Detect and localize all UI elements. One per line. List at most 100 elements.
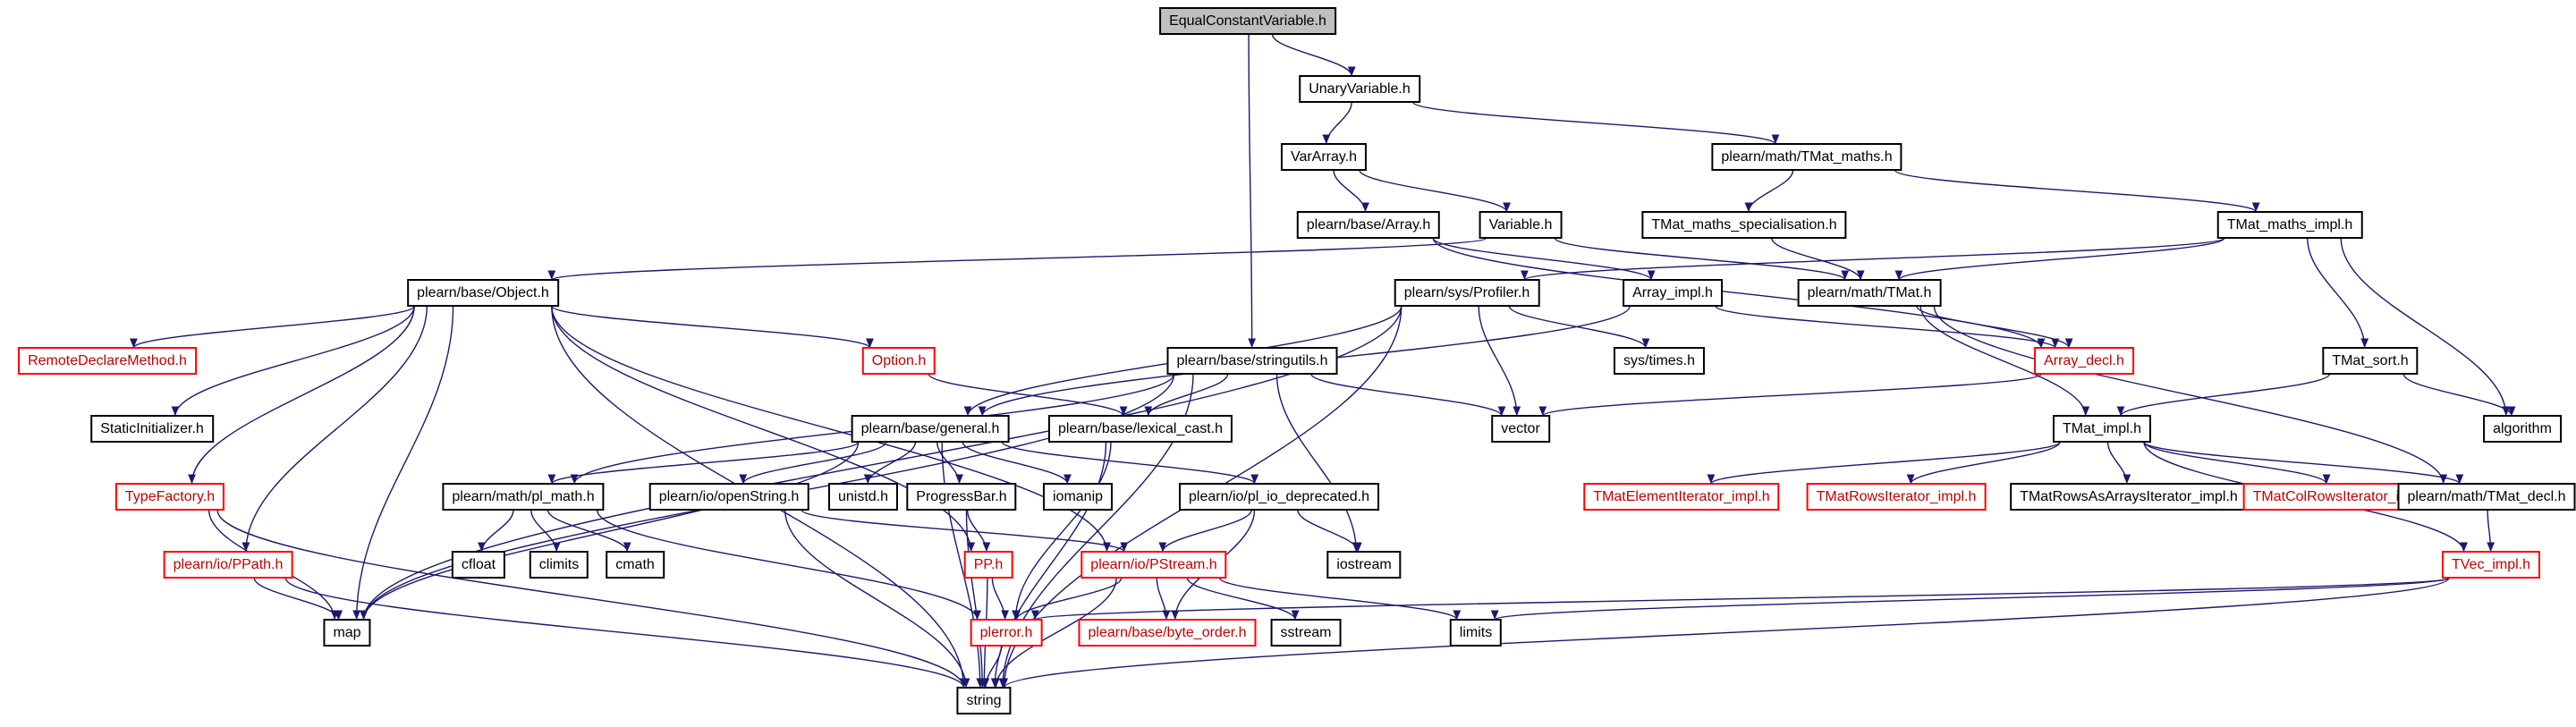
include-edge-tmat-sort-h--tmat-impl-h (2116, 373, 2331, 417)
include-edge-plearn-base-general-h--unistd-h (863, 442, 917, 485)
graph-node-plearn-sys-profiler-h[interactable]: plearn/sys/Profiler.h (1394, 279, 1540, 308)
include-edge-tmat-maths-impl-h--plearn-sys-profiler-h (1521, 237, 2225, 281)
include-edge-plearn-io-openstring-h--string (784, 510, 970, 689)
graph-node-plearn-base-array-h[interactable]: plearn/base/Array.h (1296, 211, 1441, 240)
include-edge-equalconstantvariable-h--unaryvariable-h (1271, 33, 1356, 77)
graph-node-tmatrowsiterator-impl-h[interactable]: TMatRowsIterator_impl.h (1806, 483, 1987, 511)
include-edge-tmat-maths-specialisation-h--plearn-math-tmat-h (1771, 237, 1865, 281)
include-edge-plearn-base-object-h--map (352, 306, 454, 621)
graph-node-tmat-maths-specialisation-h[interactable]: TMat_maths_specialisation.h (1641, 211, 1847, 240)
include-edge-plearn-math-tmat-maths-h--tmat-maths-specialisation-h (1744, 170, 1794, 213)
graph-node-tmat-impl-h[interactable]: TMat_impl.h (2052, 415, 2152, 444)
graph-node-plearn-base-lexical-cast-h[interactable]: plearn/base/lexical_cast.h (1047, 415, 1233, 444)
include-edge-plearn-math-pl-math-h--cfloat (478, 510, 514, 553)
include-edge-plearn-base-object-h--remotedeclaremethod-h (130, 305, 415, 349)
graph-node-tmatrowsasarraysiterator-impl-h[interactable]: TMatRowsAsArraysIterator_impl.h (2010, 483, 2248, 511)
include-edge-plearn-sys-profiler-h--vector (1478, 306, 1521, 417)
include-edge-plerror-h--string (981, 646, 1003, 689)
graph-node-pp-h[interactable]: PP.h (963, 551, 1013, 579)
include-edge-plearn-base-general-h--plearn-io-pl-io-deprecated-h (1001, 441, 1258, 485)
include-edge-plearn-base-stringutils-h--plearn-base-lexical-cast-h (1144, 373, 1229, 417)
graph-node-iostream[interactable]: iostream (1326, 551, 1402, 579)
graph-node-plearn-math-tmat-decl-h[interactable]: plearn/math/TMat_decl.h (2397, 483, 2576, 511)
graph-node-plearn-math-pl-math-h[interactable]: plearn/math/pl_math.h (442, 483, 605, 511)
graph-node-climits[interactable]: climits (529, 551, 589, 579)
include-edge-plearn-base-object-h--plearn-io-pstream-h (551, 306, 1111, 553)
graph-node-plerror-h[interactable]: plerror.h (970, 619, 1043, 647)
graph-node-plearn-base-general-h[interactable]: plearn/base/general.h (851, 415, 1010, 444)
graph-node-unaryvariable-h[interactable]: UnaryVariable.h (1299, 75, 1420, 104)
include-edge-plearn-io-openstring-h--plearn-io-pstream-h (801, 509, 1128, 553)
graph-node-tmat-maths-impl-h[interactable]: TMat_maths_impl.h (2216, 211, 2363, 240)
graph-node-plearn-math-tmat-maths-h[interactable]: plearn/math/TMat_maths.h (1711, 143, 1902, 172)
include-edge-plearn-io-pstream-h--limits (1219, 577, 1462, 621)
include-edge-tmat-impl-h--tmatrowsiterator-impl-h (1906, 441, 2061, 485)
graph-node-string[interactable]: string (956, 687, 1012, 715)
include-edge-plearn-base-general-h--plearn-math-pl-math-h (547, 441, 860, 485)
graph-node-array-decl-h[interactable]: Array_decl.h (2034, 347, 2134, 376)
include-edge-array-impl-h--array-decl-h (1715, 305, 2059, 349)
graph-node-plearn-base-object-h[interactable]: plearn/base/Object.h (407, 279, 559, 308)
include-edge-plearn-math-pl-math-h--cmath (547, 509, 631, 553)
include-edge-plearn-base-object-h--plearn-io-ppath-h (242, 306, 428, 553)
graph-node-plearn-base-stringutils-h[interactable]: plearn/base/stringutils.h (1166, 347, 1338, 376)
include-edge-plearn-base-object-h--staticinitializer-h (171, 306, 415, 417)
graph-node-plearn-math-tmat-h[interactable]: plearn/math/TMat.h (1797, 279, 1942, 308)
graph-node-map[interactable]: map (323, 619, 371, 647)
graph-node-iomanip[interactable]: iomanip (1042, 483, 1114, 511)
include-edge-plearn-math-tmat-h--array-decl-h (1916, 305, 2073, 349)
include-edge-equalconstantvariable-h--plearn-base-stringutils-h (1248, 34, 1257, 349)
graph-node-sys-times-h[interactable]: sys/times.h (1613, 347, 1706, 376)
graph-node-plearn-base-byte-order-h[interactable]: plearn/base/byte_order.h (1078, 619, 1257, 647)
graph-node-plearn-io-openstring-h[interactable]: plearn/io/openString.h (648, 483, 809, 511)
include-edge-plearn-io-pl-io-deprecated-h--plearn-io-pstream-h (1158, 509, 1252, 553)
include-edge-plearn-base-object-h--option-h (551, 305, 874, 349)
graph-node-cfloat[interactable]: cfloat (451, 551, 506, 579)
include-edge-array-decl-h--vector (1538, 373, 2042, 417)
graph-node-plearn-io-pstream-h[interactable]: plearn/io/PStream.h (1080, 551, 1227, 579)
include-edge-plearn-base-general-h--plearn-io-openstring-h (739, 441, 887, 485)
include-edge-tmat-maths-impl-h--tmat-sort-h (2307, 238, 2369, 349)
graph-node-sstream[interactable]: sstream (1270, 619, 1342, 647)
graph-node-typefactory-h[interactable]: TypeFactory.h (114, 483, 225, 511)
graph-node-remotedeclaremethod-h[interactable]: RemoteDeclareMethod.h (18, 347, 197, 376)
graph-node-option-h[interactable]: Option.h (861, 347, 936, 376)
include-edge-plearn-io-pstream-h--plearn-base-byte-order-h (1156, 578, 1171, 621)
graph-node-equalconstantvariable-h[interactable]: EqualConstantVariable.h (1159, 7, 1336, 36)
graph-node-cmath[interactable]: cmath (606, 551, 665, 579)
include-edge-tvec-impl-h--limits (1491, 577, 2450, 621)
graph-node-tvec-impl-h[interactable]: TVec_impl.h (2441, 551, 2541, 579)
graph-node-plearn-io-ppath-h[interactable]: plearn/io/PPath.h (163, 551, 293, 579)
include-edge-plearn-io-ppath-h--map (253, 577, 343, 621)
graph-node-array-impl-h[interactable]: Array_impl.h (1623, 279, 1723, 308)
include-edge-progressbar-h--string (965, 510, 987, 689)
include-edge-unaryvariable-h--plearn-math-tmat-maths-h (1412, 101, 1780, 145)
include-edge-plearn-base-stringutils-h--vector (1310, 373, 1506, 417)
include-edge-plearn-math-tmat-decl-h--tvec-impl-h (2487, 510, 2496, 553)
graph-node-limits[interactable]: limits (1449, 619, 1503, 647)
include-edge-plearn-base-object-h--typefactory-h (188, 306, 415, 485)
include-edge-tmat-impl-h--tmatrowsasarraysiterator-impl-h (2106, 442, 2131, 485)
include-edge-tmat-maths-impl-h--plearn-math-tmat-h (1894, 237, 2225, 281)
include-edge-tmat-sort-h--algorithm (2402, 373, 2516, 417)
graph-node-algorithm[interactable]: algorithm (2483, 415, 2562, 444)
include-edge-tmat-impl-h--tmatcolrowsiterator-impl-h (2143, 441, 2331, 485)
include-edge-plearn-math-pl-math-h--climits (530, 510, 561, 553)
graph-node-tmat-sort-h[interactable]: TMat_sort.h (2322, 347, 2419, 376)
graph-node-vector[interactable]: vector (1491, 415, 1550, 444)
graph-node-unistd-h[interactable]: unistd.h (827, 483, 899, 511)
graph-node-plearn-io-pl-io-deprecated-h[interactable]: plearn/io/pl_io_deprecated.h (1179, 483, 1379, 511)
graph-node-staticinitializer-h[interactable]: StaticInitializer.h (90, 415, 214, 444)
graph-node-tmatelementiterator-impl-h[interactable]: TMatElementIterator_impl.h (1583, 483, 1780, 511)
include-edge-pp-h--plerror-h (991, 578, 1009, 621)
graph-node-variable-h[interactable]: Variable.h (1479, 211, 1563, 240)
include-edge-unaryvariable-h--vararray-h (1322, 102, 1352, 145)
graph-node-progressbar-h[interactable]: ProgressBar.h (906, 483, 1017, 511)
include-edge-typefactory-h--string (216, 510, 968, 689)
include-edge-plearn-base-array-h--array-impl-h (1432, 237, 1656, 281)
graph-node-vararray-h[interactable]: VarArray.h (1280, 143, 1368, 172)
include-edge-variable-h--plearn-base-object-h (548, 237, 1487, 281)
include-edge-plearn-base-stringutils-h--iostream (1275, 374, 1360, 553)
include-edge-progressbar-h--pp-h (966, 510, 991, 553)
